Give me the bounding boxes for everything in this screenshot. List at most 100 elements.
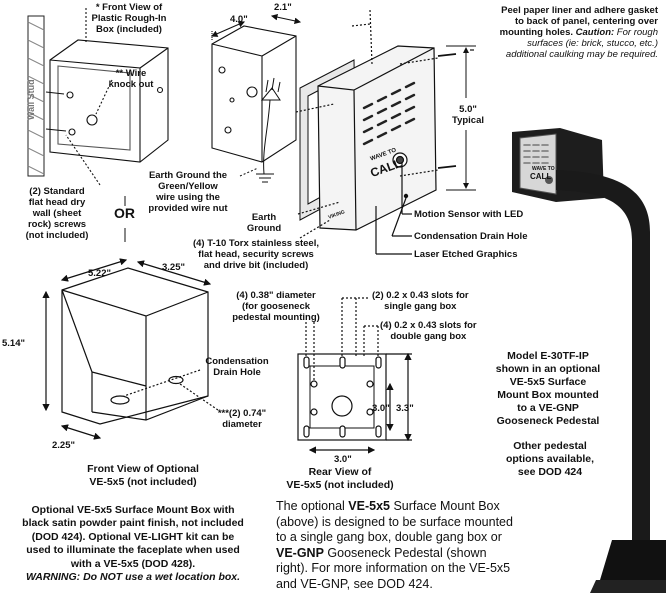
mounting-line-5: right). For more information on the VE-5… (276, 561, 511, 575)
torx-screws-line-2: flat head, security screws (198, 249, 314, 260)
standard-screws-line-1: (2) Standard (29, 186, 85, 197)
front-view-line-1: * Front View of (95, 2, 163, 13)
gasket-line-3: mounting holes. Caution: For rough (470, 27, 658, 38)
gasket-line-3a: mounting holes. (499, 27, 576, 38)
rough-in-box (45, 8, 169, 186)
earth-ground-line-1: Earth Ground the (148, 170, 228, 181)
rear-hole-line-3: pedestal mounting) (232, 312, 320, 323)
gasket-line-3c: For rough (614, 27, 658, 38)
wire-knockout-label: ** Wire knock out (106, 68, 156, 90)
surface-box-description-line-1: Optional VE-5x5 Surface Mount Box with (31, 504, 235, 516)
box-condensation-line-2: Drain Hole (213, 367, 261, 378)
mounting-line-2: (above) is designed to be surface mounte… (276, 514, 513, 529)
earth-ground-label: Earth Ground (244, 212, 284, 234)
rear-double-gang-line-2: double gang box (390, 331, 467, 342)
front-view-line-2: Plastic Rough-In (91, 13, 167, 24)
surface-box-description-line-2: black satin powder paint finish, not inc… (22, 517, 244, 530)
standard-screws-label: (2) Standard flat head dry wall (sheet r… (16, 186, 98, 241)
standard-screws-line-5: (not included) (25, 230, 89, 241)
pedestal-line-1: Model E-30TF-IP (507, 350, 589, 362)
gasket-caution: Caution: (575, 27, 615, 38)
rear-view (297, 297, 412, 454)
earth-ground-label-2: Ground (246, 223, 282, 234)
rear-dim-3-3: 3.3" (396, 403, 414, 414)
dimension-5-0 (446, 45, 476, 191)
rear-hole-label: (4) 0.38" diameter (for gooseneck pedest… (226, 290, 326, 323)
pedestal-line-5: to a VE-GNP (517, 402, 579, 414)
rear-double-gang-label: (4) 0.2 x 0.43 slots for double gang box (380, 320, 477, 342)
mounting-line-1c: Surface Mount Box (389, 499, 500, 513)
dim-2-1: 2.1" (274, 2, 292, 13)
gasket-line-1: Peel paper liner and adhere gasket (501, 5, 658, 16)
pedestal-line-2: shown in an optional (495, 363, 601, 375)
earth-ground-label-1: Earth (251, 212, 277, 223)
mounting-ve5x5: VE-5x5 (348, 499, 390, 513)
mounting-description: The optional VE-5x5 Surface Mount Box (a… (276, 499, 520, 592)
surface-box-description-line-5: with a VE-5x5 (DOD 428). (70, 557, 196, 570)
earth-ground-line-2: Green/Yellow (158, 181, 218, 192)
standard-screws-line-3: wall (sheet (32, 208, 82, 219)
dim-2-25: 2.25" (52, 440, 75, 451)
mounting-line-4: VE-GNP Gooseneck Pedestal (shown (276, 546, 520, 562)
mounting-line-3: to a single gang box, double gang box or (276, 530, 502, 544)
pedestal-options-line-2: options available, (505, 453, 595, 465)
dim-5-0-value: 5.0" (459, 104, 477, 115)
pedestal-panel-wave-to: WAVE TO (532, 166, 555, 172)
back-box (210, 13, 302, 163)
dim-5-22: 5.22" (88, 268, 111, 279)
wet-location-warning: WARNING: Do NOT use a wet location box. (25, 571, 241, 584)
torx-screws-label: (4) T-10 Torx stainless steel, flat head… (180, 238, 332, 271)
dim-3-25: 3.25" (162, 262, 185, 273)
dim-5-0: 5.0" Typical (442, 104, 494, 126)
torx-screws-line-1: (4) T-10 Torx stainless steel, (192, 238, 319, 249)
rear-single-gang-line-2: single gang box (384, 301, 457, 312)
box-front-view-line-1: Front View of Optional (87, 463, 199, 475)
surface-box-description-line-4: used to illuminate the faceplate when us… (26, 544, 240, 557)
dim-4-0: 4.0" (230, 14, 248, 25)
rear-hole-line-1: (4) 0.38" diameter (236, 290, 316, 301)
standard-screws-line-2: flat head dry (28, 197, 86, 208)
pedestal-options-line-3: see DOD 424 (517, 466, 583, 478)
box-condensation-line-1: Condensation (205, 356, 269, 367)
pedestal-line-3: VE-5x5 Surface (509, 376, 587, 388)
mounting-line-1a: The optional (276, 499, 349, 513)
pedestal-line-6: Gooseneck Pedestal (496, 415, 600, 427)
front-view-line-3: Box (included) (96, 24, 162, 35)
wall-stud-label: Wall Stud (26, 79, 36, 120)
condensation-drain-label: Condensation Drain Hole (414, 231, 528, 242)
dim-5-0-typical: Typical (451, 115, 485, 126)
pedestal-panel-call: CALL (530, 172, 552, 181)
mounting-line-4b: Gooseneck Pedestal (shown (323, 545, 487, 560)
faceplate-panel (295, 9, 474, 255)
rear-view-line-1: Rear View of (308, 466, 372, 478)
gasket-line-2: to back of panel, centering over (514, 16, 658, 27)
mounting-ve-gnp: VE-GNP (276, 545, 324, 560)
wire-nut (239, 77, 281, 183)
rear-double-gang-line-1: (4) 0.2 x 0.43 slots for (380, 320, 477, 331)
rear-dim-3-0-bottom: 3.0" (334, 454, 352, 465)
earth-ground-instruction: Earth Ground the Green/Yellow wire using… (136, 170, 240, 214)
rear-dim-3-0-inner: 3.0" (372, 403, 390, 414)
box-diameter-line-2: diameter (222, 419, 262, 430)
mounting-line-1: The optional VE-5x5 Surface Mount Box (276, 499, 520, 515)
rear-single-gang-line-1: (2) 0.2 x 0.43 slots for (372, 290, 469, 301)
surface-box-description-line-3: (DOD 424). Optional VE-LIGHT kit can be (31, 530, 235, 543)
gasket-line-5: additional caulking may be required. (505, 49, 658, 60)
earth-ground-line-3: wire using the (156, 192, 220, 203)
box-diameter-label: ***(2) 0.74" diameter (204, 408, 280, 430)
wire-knockout-line-2: knock out (108, 79, 154, 90)
pedestal-options-line-1: Other pedestal (513, 440, 587, 452)
pedestal-caption: Model E-30TF-IP shown in an optional VE-… (482, 350, 614, 428)
box-condensation-label: Condensation Drain Hole (196, 356, 278, 378)
pedestal-options: Other pedestal options available, see DO… (496, 440, 604, 479)
wall-stud (27, 15, 45, 177)
gasket-line-4: surfaces (ie: brick, stucco, etc.) (527, 38, 658, 49)
earth-ground-line-4: provided wire nut (148, 203, 228, 214)
front-view-title: * Front View of Plastic Rough-In Box (in… (74, 2, 184, 35)
mounting-line-6: and VE-GNP, see DOD 424. (276, 576, 433, 591)
box-front-view-title: Front View of Optional VE-5x5 (not inclu… (70, 463, 216, 489)
surface-mount-box (42, 258, 219, 440)
motion-sensor-label: Motion Sensor with LED (414, 209, 524, 220)
rear-single-gang-label: (2) 0.2 x 0.43 slots for single gang box (372, 290, 469, 312)
dim-5-14: 5.14" (2, 338, 25, 349)
